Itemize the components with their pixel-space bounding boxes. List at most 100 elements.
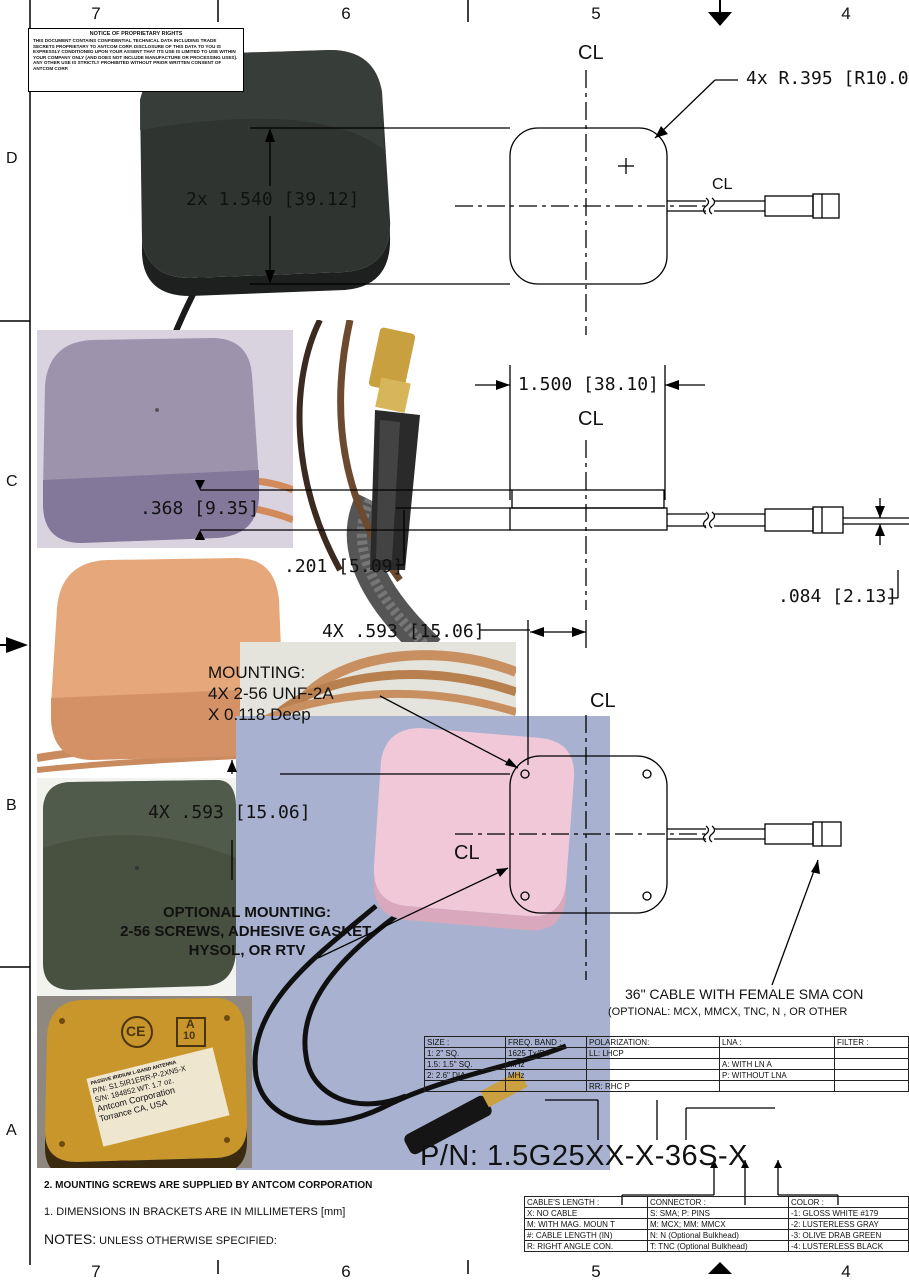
table-cell: RR: RHC P <box>586 1080 720 1092</box>
dim-side-width: 1.500 [38.10] <box>518 374 659 395</box>
photo-black-antenna <box>140 50 391 360</box>
photo-olive-antenna <box>37 778 236 996</box>
table-cell: 2: 2.6" DIA <box>424 1069 506 1081</box>
zone-number-5-bottom: 5 <box>591 1262 601 1281</box>
zone-arrow-bottom <box>708 1262 732 1274</box>
table-row: 1: 2" SQ. 1625 Tx/Rx LL: LHCP <box>424 1047 909 1059</box>
dim-top-width: 2x 1.540 [39.12] <box>186 189 360 210</box>
photo-gold-antenna: CE A 10 PASSIVE IRIDIUM L-BAND ANTENNA P… <box>37 996 252 1168</box>
notes-header-qualifier: UNLESS OTHERWISE SPECIFIED: <box>96 1235 277 1247</box>
dim-hole-offset-side: 4X .593 [15.06] <box>148 802 311 823</box>
zone-arrow-left <box>6 637 28 653</box>
table-cell <box>834 1058 909 1070</box>
zone-letter-d: D <box>6 150 18 167</box>
centerline-cable-top: CL <box>712 176 733 193</box>
zone-letter-b: B <box>6 797 17 814</box>
note-1: 1. DIMENSIONS IN BRACKETS ARE IN MILLIME… <box>44 1206 346 1218</box>
spec-header-freq: FREQ. BAND : <box>505 1036 587 1048</box>
table-cell: T: TNC (Optional Bulkhead) <box>647 1240 789 1252</box>
dim-cable-diameter: .084 [2.13] <box>778 586 898 607</box>
spec-table: SIZE : FREQ. BAND : POLARIZATION: LNA : … <box>424 1036 909 1092</box>
photo-copper-coil <box>240 642 516 726</box>
centerline-top: CL <box>578 42 604 64</box>
zone-number-6-top: 6 <box>341 4 351 23</box>
table-cell: P: WITHOUT LNA <box>719 1069 835 1081</box>
optional-mounting-line1: OPTIONAL MOUNTING: <box>162 904 332 921</box>
table-cell <box>719 1080 835 1092</box>
table-cell <box>719 1047 835 1059</box>
note-2: 2. MOUNTING SCREWS ARE SUPPLIED BY ANTCO… <box>44 1180 373 1191</box>
table-cell: A: WITH LN A <box>719 1058 835 1070</box>
centerline-bottom-h: CL <box>454 842 480 864</box>
mounting-line1: 4X 2-56 UNF-2A <box>208 684 334 703</box>
table-row: R: RIGHT ANGLE CON. T: TNC (Optional Bul… <box>524 1240 909 1252</box>
table-cell: -2: LUSTERLESS GRAY <box>788 1218 909 1230</box>
dim-hole-offset-top: 4X .593 [15.06] <box>322 621 485 642</box>
table-row: X: NO CABLE S: SMA; P: PINS -1: GLOSS WH… <box>524 1207 909 1219</box>
table-cell <box>834 1069 909 1081</box>
table-row: 1.5: 1.5" SQ. MHz A: WITH LN A <box>424 1058 909 1070</box>
table-cell <box>586 1058 720 1070</box>
badge-a: A <box>186 1017 195 1031</box>
spec-header-size: SIZE : <box>424 1036 506 1048</box>
table-cell: S: SMA; P: PINS <box>647 1207 789 1219</box>
table-cell <box>505 1080 587 1092</box>
table-cell: N: N (Optional Bulkhead) <box>647 1229 789 1241</box>
dim-height: .368 [9.35] <box>140 498 260 519</box>
table-cell: 1.5: 1.5" SQ. <box>424 1058 506 1070</box>
photo-gray-antenna <box>37 330 293 548</box>
spec-header-polarization: POLARIZATION: <box>586 1036 720 1048</box>
zone-letter-a: A <box>6 1122 17 1139</box>
table-cell: 1625 Tx/Rx <box>505 1047 587 1059</box>
table-cell <box>834 1047 909 1059</box>
option-table: CABLE'S LENGTH : CONNECTOR : COLOR : X: … <box>524 1196 909 1252</box>
table-cell: -1: GLOSS WHITE #179 <box>788 1207 909 1219</box>
zone-number-7-bottom: 7 <box>91 1262 101 1281</box>
proprietary-notice: NOTICE OF PROPRIETARY RIGHTS THIS DOCUME… <box>28 28 244 92</box>
photo-pink-antenna <box>236 716 610 1170</box>
option-table-header: CABLE'S LENGTH : CONNECTOR : COLOR : <box>524 1196 909 1208</box>
spec-table-header: SIZE : FREQ. BAND : POLARIZATION: LNA : … <box>424 1036 909 1048</box>
table-cell <box>834 1080 909 1092</box>
table-cell: 1: 2" SQ. <box>424 1047 506 1059</box>
table-cell: M: WITH MAG. MOUN T <box>524 1218 648 1230</box>
spec-header-filter: FILTER : <box>834 1036 909 1048</box>
optional-mounting-line3: HYSOL, OR RTV <box>188 942 306 959</box>
table-cell: R: RIGHT ANGLE CON. <box>524 1240 648 1252</box>
option-header-cable: CABLE'S LENGTH : <box>524 1196 648 1208</box>
table-cell <box>586 1069 720 1081</box>
zone-number-7-top: 7 <box>91 4 101 23</box>
notes-header: NOTES: UNLESS OTHERWISE SPECIFIED: <box>44 1231 277 1249</box>
table-cell: X: NO CABLE <box>524 1207 648 1219</box>
table-row: 2: 2.6" DIA MHz P: WITHOUT LNA <box>424 1069 909 1081</box>
option-header-color: COLOR : <box>788 1196 909 1208</box>
cable-note-line2: (OPTIONAL: MCX, MMCX, TNC, N , OR OTHER <box>608 1006 848 1018</box>
table-cell: M: MCX; MM: MMCX <box>647 1218 789 1230</box>
optional-mounting-line2: 2-56 SCREWS, ADHESIVE GASKET, <box>120 923 374 940</box>
centerline-bottom: CL <box>590 690 616 712</box>
mounting-title: MOUNTING: <box>208 663 306 682</box>
optional-mounting-callout: OPTIONAL MOUNTING: 2-56 SCREWS, ADHESIVE… <box>92 903 402 960</box>
table-cell: MHz <box>505 1058 587 1070</box>
dim-corner-radius: 4x R.395 [R10.0 <box>746 68 909 89</box>
option-header-connector: CONNECTOR : <box>647 1196 789 1208</box>
table-cell: -3: OLIVE DRAB GREEN <box>788 1229 909 1241</box>
table-cell <box>424 1080 506 1092</box>
notice-title: NOTICE OF PROPRIETARY RIGHTS <box>89 31 183 37</box>
zone-letter-c: C <box>6 473 18 490</box>
part-number: P/N: 1.5G25XX-X-36S-X <box>420 1140 749 1172</box>
badge-10: 10 <box>183 1030 196 1042</box>
mounting-callout: MOUNTING: 4X 2-56 UNF-2A X 0.118 Deep <box>208 662 334 725</box>
dim-base-height: .201 [5.09] <box>284 556 404 577</box>
spec-header-lna: LNA : <box>719 1036 835 1048</box>
cable-note-line1: 36" CABLE WITH FEMALE SMA CON <box>625 986 864 1002</box>
zone-number-6-bottom: 6 <box>341 1262 351 1281</box>
table-row: M: WITH MAG. MOUN T M: MCX; MM: MMCX -2:… <box>524 1218 909 1230</box>
table-row: #: CABLE LENGTH (IN) N: N (Optional Bulk… <box>524 1229 909 1241</box>
notes-header-label: NOTES: <box>44 1231 97 1247</box>
notice-body: THIS DOCUMENT CONTAINS CONFIDENTIAL TECH… <box>33 38 238 71</box>
zone-number-5-top: 5 <box>591 4 601 23</box>
table-cell: -4: LUSTERLESS BLACK <box>788 1240 909 1252</box>
